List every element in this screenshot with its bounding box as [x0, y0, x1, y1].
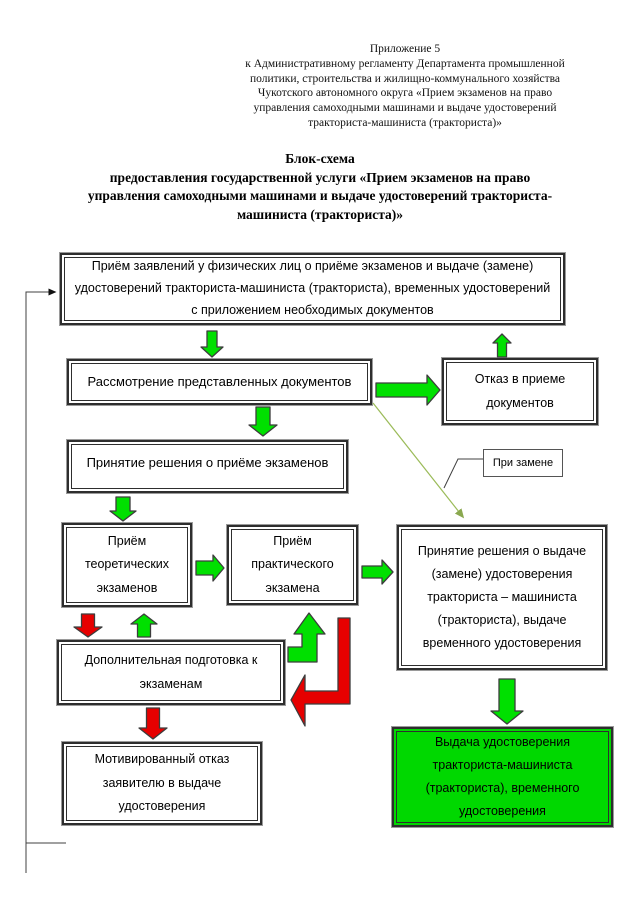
edge-decision-issue-issue	[490, 678, 524, 725]
edge-refusal-docs-intake	[492, 333, 512, 358]
edge-review-decision-exams	[248, 406, 278, 437]
node-decision-issue-label: Принятие решения о выдаче (замене) удост…	[417, 543, 587, 651]
node-intake-label: Приём заявлений у физических лиц о приём…	[74, 259, 551, 317]
edge-preparation-motivated-refusal	[138, 707, 168, 740]
node-review: Рассмотрение представленных документов	[67, 359, 372, 405]
node-issue: Выдача удостоверения тракториста-машинис…	[392, 727, 613, 827]
header-line: политики, строительства и жилищно-коммун…	[249, 72, 561, 85]
title-line: машиниста (тракториста)»	[236, 206, 404, 222]
node-decision-issue: Принятие решения о выдаче (замене) удост…	[397, 525, 607, 670]
header-line: управления самоходными машинами и выдаче…	[253, 102, 557, 115]
callout-label: При замене	[492, 457, 554, 469]
callout-leader-line	[443, 458, 483, 489]
node-decision-exams-label: Принятие решения о приёме экзаменов	[86, 455, 329, 470]
header-line: Чукотского автономного округа «Прием экз…	[257, 87, 553, 100]
title-line: предоставления государственной услуги «П…	[109, 169, 531, 185]
header-line: Приложение 5	[369, 43, 441, 55]
edge-preparation-theory	[130, 613, 158, 638]
callout-when-replacing: При замене	[483, 449, 563, 477]
header-line: к Административному регламенту Департаме…	[245, 57, 565, 70]
appendix-header: Приложение 5 к Административному регламе…	[170, 42, 640, 131]
page-title: Блок-схема предоставления государственно…	[20, 150, 620, 224]
node-preparation-label: Дополнительная подготовка к экзаменам	[84, 652, 258, 691]
node-intake: Приём заявлений у физических лиц о приём…	[60, 253, 565, 325]
edge-preparation-practice-elbow	[287, 612, 326, 663]
node-decision-exams: Принятие решения о приёме экзаменов	[67, 440, 348, 493]
edge-theory-practice	[195, 554, 225, 582]
node-theory: Приём теоретических экзаменов	[62, 523, 192, 607]
feedback-line	[25, 288, 57, 873]
node-refusal-docs-label: Отказ в приеме документов	[474, 371, 566, 410]
node-issue-label: Выдача удостоверения тракториста-машинис…	[425, 734, 580, 819]
node-review-label: Рассмотрение представленных документов	[87, 374, 352, 390]
title-line: Блок-схема	[285, 151, 355, 166]
node-preparation: Дополнительная подготовка к экзаменам	[57, 640, 285, 705]
edge-review-refusal-docs	[375, 374, 441, 406]
node-practice: Приём практического экзамена	[227, 525, 358, 605]
node-motivated-refusal-label: Мотивированный отказ заявителю в выдаче …	[94, 751, 230, 814]
edge-intake-review	[200, 330, 224, 358]
node-theory-label: Приём теоретических экзаменов	[84, 534, 170, 595]
title-line: управления самоходными машинами и выдаче…	[87, 188, 553, 203]
edge-decision-exams-theory	[109, 496, 137, 522]
node-refusal-docs: Отказ в приеме документов	[442, 358, 598, 425]
header-line: тракториста-машиниста (тракториста)»	[308, 116, 502, 129]
node-practice-label: Приём практического экзамена	[251, 534, 334, 595]
edge-theory-preparation	[73, 613, 103, 638]
edge-practice-preparation-elbow	[290, 617, 351, 727]
node-motivated-refusal: Мотивированный отказ заявителю в выдаче …	[62, 742, 262, 825]
edge-practice-decision-issue	[361, 559, 394, 585]
